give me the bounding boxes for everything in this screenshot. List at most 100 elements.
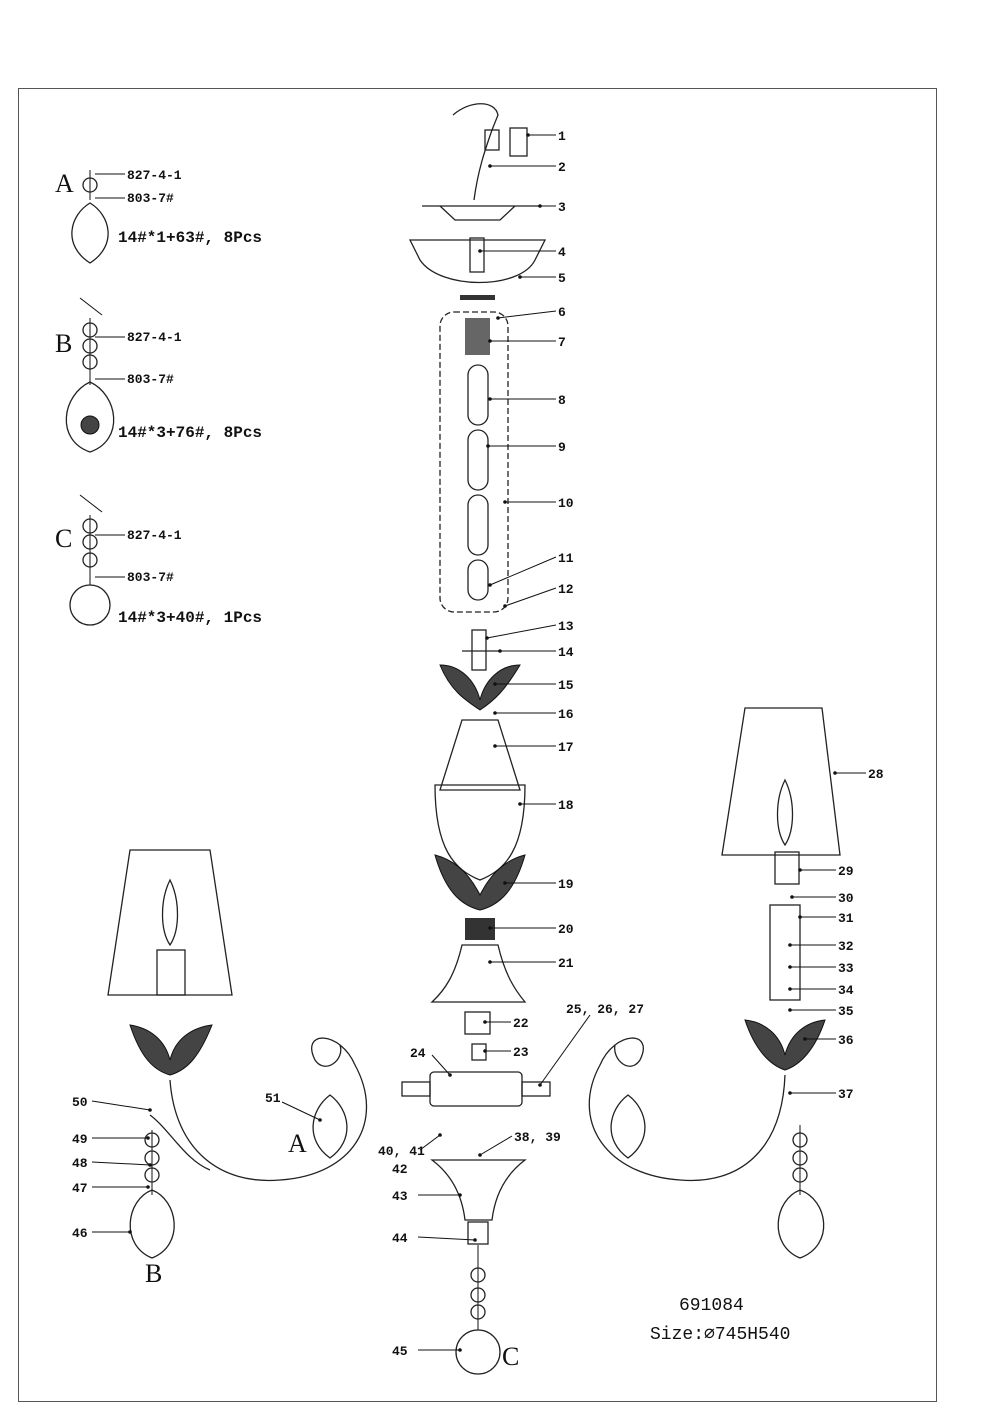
leader-line — [417, 1236, 476, 1241]
callout-number: 31 — [838, 911, 854, 926]
callout-number: 12 — [558, 582, 574, 597]
leader-arrow — [438, 1133, 442, 1137]
callout-31: 31 — [798, 911, 854, 926]
leader-arrow — [488, 926, 492, 930]
callout-number: 11 — [558, 551, 574, 566]
callout-number: 19 — [558, 877, 574, 892]
central-column — [401, 103, 551, 1375]
callout-9: 9 — [486, 440, 566, 455]
leader-arrow — [458, 1348, 462, 1352]
callout-number: 46 — [72, 1226, 88, 1241]
callout-number: 22 — [513, 1016, 529, 1031]
callout-number: 44 — [392, 1231, 408, 1246]
callout-number: 6 — [558, 305, 566, 320]
callout-48: 48 — [72, 1156, 152, 1171]
leader-arrow — [488, 960, 492, 964]
leader-line — [539, 1014, 591, 1086]
leader-line — [91, 1161, 151, 1166]
leader-arrow — [503, 604, 507, 608]
leader-arrow — [488, 583, 492, 587]
callout-number: 37 — [838, 1087, 854, 1102]
callout-18: 18 — [518, 798, 574, 813]
leader-arrow — [526, 133, 530, 137]
callout-43: 43 — [392, 1189, 462, 1204]
callout-number: 7 — [558, 335, 566, 350]
drawing-frame — [18, 88, 937, 1402]
callout-number: 49 — [72, 1132, 88, 1147]
callout-number: 45 — [392, 1344, 408, 1359]
leader-arrow — [493, 682, 497, 686]
model-number: 691084 — [679, 1296, 744, 1316]
callout-number: 20 — [558, 922, 574, 937]
callout-number: 13 — [558, 619, 574, 634]
leader-arrow — [798, 868, 802, 872]
connector-code: 803-7# — [127, 191, 174, 206]
leader-arrow — [473, 1238, 477, 1242]
leader-arrow — [518, 275, 522, 279]
crystal-key-c: C 827-4-1 803-7# 14#*3+40#, 1Pcs — [55, 494, 262, 627]
callout-number: 48 — [72, 1156, 88, 1171]
callout-number: 4 — [558, 245, 566, 260]
callout-32: 32 — [788, 939, 854, 954]
leader-line — [479, 1135, 513, 1156]
callout-number: 40, 41 — [378, 1144, 425, 1159]
leader-arrow — [493, 744, 497, 748]
crystal-letter-b: B — [145, 1259, 162, 1288]
crystal-letter-a: A — [288, 1129, 307, 1158]
callout-number: 28 — [868, 767, 884, 782]
callout-number: 2 — [558, 160, 566, 175]
leader-arrow — [458, 1193, 462, 1197]
key-letter: B — [55, 329, 72, 358]
connector-code: 803-7# — [127, 372, 174, 387]
leader-line — [486, 624, 557, 639]
callout-4: 4 — [478, 245, 566, 260]
leader-arrow — [483, 1020, 487, 1024]
callout-number: 29 — [838, 864, 854, 879]
key-letter: C — [55, 524, 72, 553]
callout-number: 36 — [838, 1033, 854, 1048]
bead-code: 827-4-1 — [127, 330, 182, 345]
leader-arrow — [448, 1073, 452, 1077]
leader-arrow — [488, 339, 492, 343]
leader-arrow — [788, 943, 792, 947]
leader-arrow — [788, 987, 792, 991]
callout-number: 50 — [72, 1095, 88, 1110]
callout-28: 28 — [833, 767, 884, 782]
callout-17: 17 — [493, 740, 574, 755]
leader-arrow — [485, 636, 489, 640]
leader-arrow — [790, 895, 794, 899]
bead-code: 827-4-1 — [127, 528, 182, 543]
leader-arrow — [798, 915, 802, 919]
callout-number: 30 — [838, 891, 854, 906]
crystal-spec: 14#*3+76#, 8Pcs — [118, 424, 262, 442]
leader-arrow — [146, 1185, 150, 1189]
callout-6: 6 — [496, 305, 566, 320]
callout-3: 3 — [538, 200, 566, 215]
callout-number: 5 — [558, 271, 566, 286]
callout-number: 17 — [558, 740, 574, 755]
callout-number: 51 — [265, 1091, 281, 1106]
leader-line — [419, 1134, 441, 1151]
leader-arrow — [538, 204, 542, 208]
callout-37: 37 — [788, 1087, 854, 1102]
callout-number: 15 — [558, 678, 574, 693]
leader-arrow — [483, 1049, 487, 1053]
callout-number: 34 — [838, 983, 854, 998]
crystal-spec: 14#*1+63#, 8Pcs — [118, 229, 262, 247]
callout-19: 19 — [503, 877, 574, 892]
callout-50: 50 — [72, 1095, 152, 1112]
leader-arrow — [538, 1083, 542, 1087]
callout-number: 1 — [558, 129, 566, 144]
leader-arrow — [148, 1163, 152, 1167]
callout-20: 20 — [488, 922, 574, 937]
crystal-spec: 14#*3+40#, 1Pcs — [118, 609, 262, 627]
callout-47: 47 — [72, 1181, 150, 1196]
leader-arrow — [486, 444, 490, 448]
leader-arrow — [498, 649, 502, 653]
callout-23: 23 — [483, 1045, 529, 1060]
leader-line — [504, 587, 557, 607]
callout-21: 21 — [488, 956, 574, 971]
callout-16: 16 — [493, 707, 574, 722]
leader-arrow — [493, 711, 497, 715]
callout-number: 42 — [392, 1162, 408, 1177]
